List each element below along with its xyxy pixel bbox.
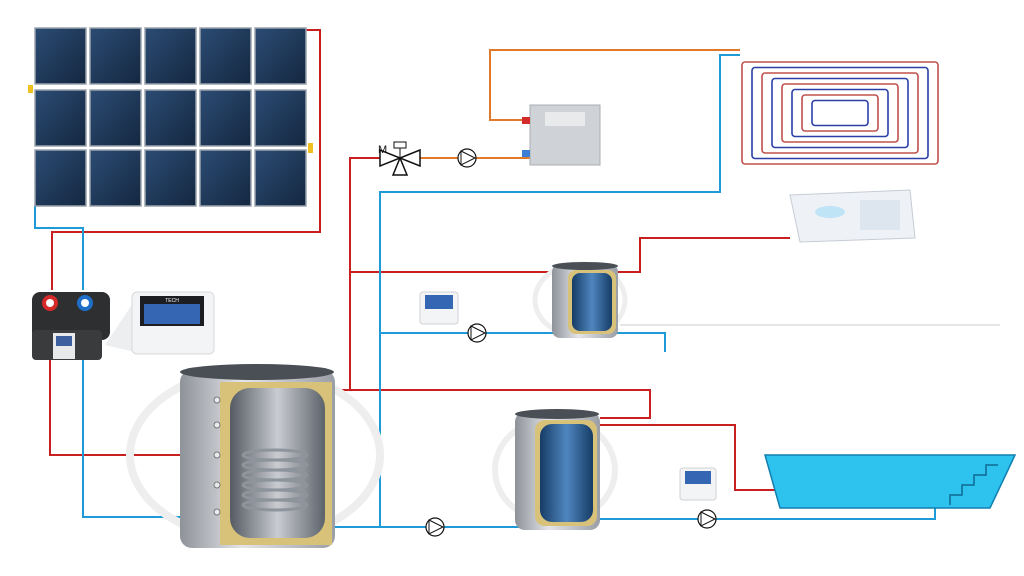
- solar-panel: [144, 89, 197, 147]
- controller-brand-logo: TECH: [165, 298, 179, 304]
- solar-controller: TECH: [105, 291, 215, 355]
- circulation-pump-icon: [457, 148, 477, 168]
- solar-panel: [199, 149, 252, 207]
- solar-panel: [34, 89, 87, 147]
- heating-loop-pipe: [741, 61, 939, 165]
- heating-loop-pipe: [761, 72, 919, 154]
- heating-loop-pipe: [751, 66, 929, 160]
- solar-panel: [199, 89, 252, 147]
- solar-panel: [89, 149, 142, 207]
- three-way-mixing-valve: M: [378, 141, 421, 176]
- valve-motor-label: M: [378, 144, 387, 156]
- solar-panel: [34, 27, 87, 85]
- main-storage-tank: [126, 364, 384, 548]
- swimming-pool: [764, 454, 1017, 509]
- solar-panel: [144, 149, 197, 207]
- bathroom-radiator-zone: [789, 189, 916, 243]
- heating-loop-pipe: [781, 83, 899, 143]
- gas-boiler: [522, 104, 601, 166]
- solar-panel: [144, 27, 197, 85]
- dhw-tank-large: [492, 409, 618, 530]
- tank-thermostat: [419, 291, 459, 325]
- pipes: [28, 29, 1000, 528]
- heating-loop-pipe: [791, 88, 889, 138]
- solar-panel: [254, 89, 307, 147]
- heating-loop-pipe: [801, 94, 879, 132]
- circulation-pump-icon: [425, 517, 445, 537]
- solar-panel: [89, 27, 142, 85]
- solar-panel: [89, 89, 142, 147]
- solar-panel: [34, 149, 87, 207]
- solar-collector-array: [34, 27, 307, 207]
- pool-thermostat: [679, 467, 717, 501]
- underfloor-heating-loop: [741, 61, 939, 165]
- circulation-pump-icon: [697, 509, 717, 529]
- circulation-pump-icon: [467, 323, 487, 343]
- solar-pump-station: [32, 292, 110, 360]
- solar-panel: [254, 27, 307, 85]
- heating-loop-pipe: [811, 99, 869, 127]
- solar-panel: [254, 149, 307, 207]
- solar-panel: [199, 27, 252, 85]
- dhw-tank-small: [532, 261, 628, 339]
- heating-loop-pipe: [771, 77, 909, 149]
